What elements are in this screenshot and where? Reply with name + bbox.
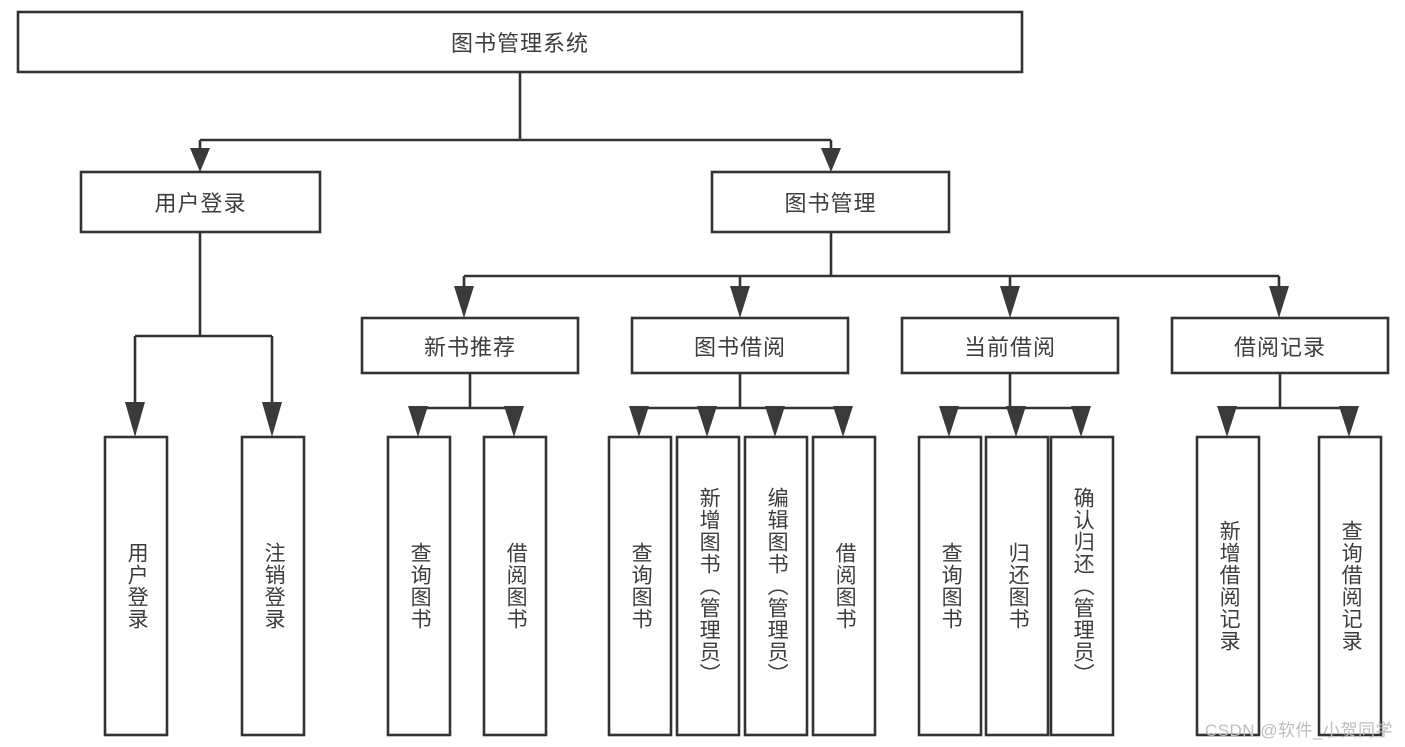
node-box-borrow-record[interactable]	[1170, 316, 1390, 375]
node-box-leaf-query-book-1[interactable]	[386, 435, 452, 737]
node-box-leaf-query-book-3[interactable]	[917, 435, 983, 737]
arrow-head-leaf-borrow-book-2	[833, 406, 853, 437]
arrow-head-leaf-user-login	[125, 402, 145, 437]
connector-user-login-to-leaves	[125, 232, 282, 437]
connector-book-management-to-level2	[454, 232, 1289, 318]
arrow-head-user-login	[190, 148, 210, 172]
connector-current-borrow-to-leaves	[939, 373, 1091, 437]
node-box-root[interactable]	[16, 10, 1024, 74]
connector-root-to-level1	[190, 72, 841, 172]
arrow-head-leaf-query-book-1	[408, 406, 428, 437]
arrow-head-leaf-query-record	[1339, 406, 1359, 437]
node-box-book-management[interactable]	[710, 170, 951, 234]
node-box-current-borrow[interactable]	[900, 316, 1120, 375]
arrow-head-new-book-recommend	[454, 286, 474, 318]
arrow-head-borrow-record	[1269, 286, 1289, 318]
arrow-head-leaf-add-record	[1217, 406, 1237, 437]
node-box-leaf-return-book[interactable]	[984, 435, 1050, 737]
connector-new-book-recommend-to-leaves	[408, 373, 524, 437]
arrow-head-leaf-confirm-return	[1071, 406, 1091, 437]
node-box-leaf-user-login[interactable]	[103, 435, 169, 737]
arrow-head-leaf-query-book-2	[629, 406, 649, 437]
arrow-head-current-borrow	[1000, 286, 1020, 318]
node-box-leaf-add-record[interactable]	[1195, 435, 1261, 737]
node-box-user-login[interactable]	[79, 170, 322, 234]
node-box-leaf-query-book-2[interactable]	[607, 435, 673, 737]
connector-borrow-record-to-leaves	[1217, 373, 1359, 437]
arrow-head-leaf-user-logout	[262, 402, 282, 437]
node-box-leaf-user-logout[interactable]	[240, 435, 306, 737]
node-box-leaf-confirm-return[interactable]	[1049, 435, 1115, 737]
node-box-leaf-edit-book[interactable]	[743, 435, 809, 737]
arrow-head-leaf-return-book	[1006, 406, 1026, 437]
node-box-leaf-query-record[interactable]	[1317, 435, 1383, 737]
node-box-leaf-add-book[interactable]	[675, 435, 741, 737]
arrow-head-book-management	[821, 148, 841, 172]
node-box-leaf-borrow-book-2[interactable]	[811, 435, 877, 737]
connector-book-borrow-to-leaves	[629, 373, 853, 437]
arrow-head-book-borrow	[730, 286, 750, 318]
arrow-head-leaf-query-book-3	[939, 406, 959, 437]
arrow-head-leaf-edit-book	[765, 406, 785, 437]
node-box-book-borrow[interactable]	[630, 316, 850, 375]
node-box-leaf-borrow-book-1[interactable]	[482, 435, 548, 737]
arrow-head-leaf-borrow-book-1	[504, 406, 524, 437]
arrow-head-leaf-add-book	[697, 406, 717, 437]
node-box-new-book-recommend[interactable]	[360, 316, 580, 375]
